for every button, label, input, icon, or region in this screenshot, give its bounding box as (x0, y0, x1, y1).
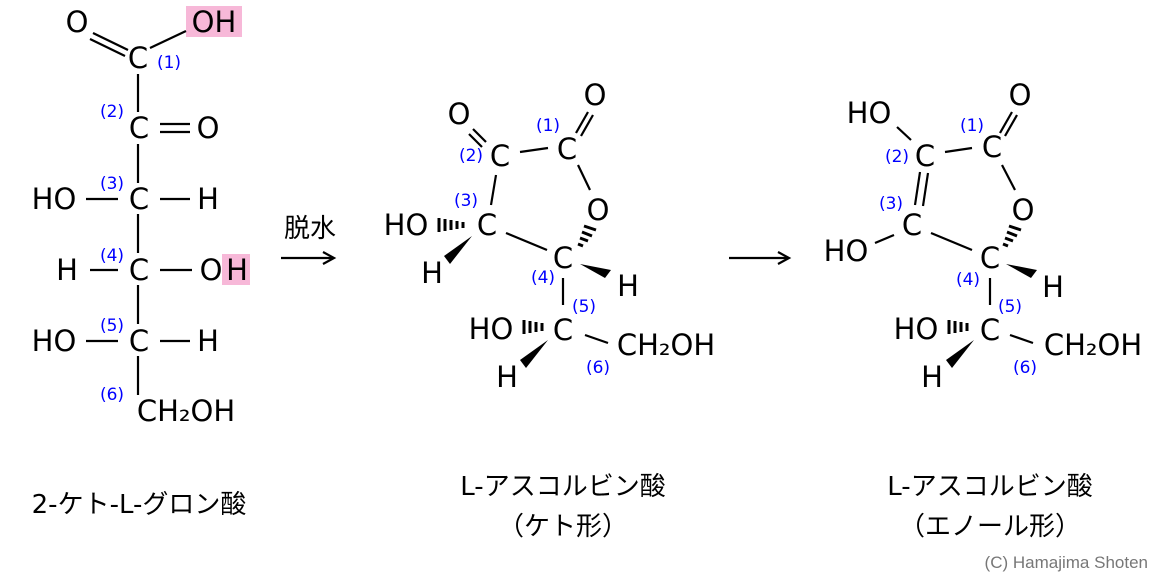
atom-ho: HO (847, 96, 892, 130)
carbon-number: (6) (1013, 358, 1037, 378)
atom-o: O (66, 5, 89, 39)
atom-ho: HO (32, 324, 77, 358)
atom-c5: C (129, 324, 149, 358)
atom-ch2oh: CH₂OH (1044, 328, 1142, 362)
atom-h: H (921, 360, 943, 394)
arrow-label: 脱水 (284, 214, 336, 244)
atom-h: H (1042, 270, 1064, 304)
atom-h: H (197, 182, 219, 216)
atom-c4: C (129, 253, 149, 287)
carbon-number: (6) (586, 358, 610, 378)
atom-c1: C (982, 130, 1002, 164)
ketogulonic-acid-structure: O OH C C O HO C H H C O H HO C H CH₂OH (… (32, 5, 250, 520)
atom-ho: HO (32, 182, 77, 216)
atom-c4: C (980, 241, 1000, 275)
compound-name: 2-ケト-L-グロン酸 (32, 490, 247, 520)
atom-h: H (496, 360, 518, 394)
compound-name: L-アスコルビン酸 (887, 472, 1092, 502)
form-label: （ケト形） (498, 512, 628, 542)
copyright-credit: (C) Hamajima Shoten (985, 553, 1148, 572)
carbon-number: (3) (879, 194, 903, 214)
carbon-number: (6) (100, 385, 124, 405)
atom-h-highlighted: H (226, 253, 248, 287)
atom-ring-o: O (587, 193, 610, 227)
atom-ho: HO (824, 234, 869, 268)
ascorbic-acid-keto-structure: O O C C O C HO H C H C HO H CH₂OH (1) (2… (384, 78, 715, 542)
atom-h: H (617, 269, 639, 303)
atom-h: H (421, 256, 443, 290)
atom-o: O (448, 97, 471, 131)
atom-h: H (197, 324, 219, 358)
solid-wedge (444, 236, 472, 264)
carbon-number: (2) (885, 147, 909, 167)
atom-c2: C (129, 111, 149, 145)
atom-ho: HO (384, 208, 429, 242)
oh-highlight (186, 6, 242, 37)
atom-c5: C (980, 313, 1000, 347)
carbon-number: (4) (531, 268, 555, 288)
compound-name: L-アスコルビン酸 (460, 472, 665, 502)
carbon-number: (1) (157, 53, 181, 73)
hashed-wedge (522, 320, 544, 334)
solid-wedge (520, 340, 548, 368)
atom-o: O (200, 253, 223, 287)
atom-c2: C (490, 139, 510, 173)
carbon-number: (2) (459, 146, 483, 166)
hashed-wedge (947, 320, 969, 334)
atom-c5: C (553, 313, 573, 347)
carbon-number: (3) (454, 191, 478, 211)
atom-ho: HO (469, 312, 514, 346)
atom-o: O (584, 78, 607, 112)
atom-c1: C (128, 41, 148, 75)
atom-ch2oh: CH₂OH (617, 328, 715, 362)
ascorbic-acid-enol-structure: HO O C C O C HO C H C HO H CH₂OH (1) (2)… (824, 78, 1142, 542)
atom-ch2oh: CH₂OH (137, 394, 235, 428)
carbon-number: (5) (100, 316, 124, 336)
carbon-number: (1) (536, 116, 560, 136)
carbon-number: (5) (572, 297, 596, 317)
hashed-wedge (1002, 224, 1022, 248)
atom-o: O (1009, 78, 1032, 112)
h-highlight (222, 254, 250, 285)
atom-ring-o: O (1012, 193, 1035, 227)
dehydration-arrow: 脱水 (281, 214, 337, 265)
tautomerization-arrow (729, 251, 792, 265)
atom-c3: C (129, 182, 149, 216)
atom-c3: C (902, 208, 922, 242)
atom-c4: C (553, 241, 573, 275)
atom-h: H (56, 253, 78, 287)
atom-c2: C (915, 139, 935, 173)
carbon-number: (4) (100, 246, 124, 266)
atom-oh: OH (192, 5, 237, 39)
atom-ho: HO (894, 312, 939, 346)
carbon-number: (5) (998, 297, 1022, 317)
solid-wedge (1006, 264, 1037, 278)
hashed-wedge (437, 218, 465, 232)
hashed-wedge (577, 224, 597, 248)
carbon-number: (4) (956, 270, 980, 290)
solid-wedge (946, 340, 974, 368)
carbon-number: (1) (960, 116, 984, 136)
carbon-number: (2) (100, 102, 124, 122)
solid-wedge (580, 264, 611, 278)
carbon-number: (3) (100, 174, 124, 194)
atom-o: O (197, 111, 220, 145)
atom-c1: C (557, 132, 577, 166)
atom-c3: C (477, 208, 497, 242)
form-label: （エノール形） (899, 512, 1081, 542)
